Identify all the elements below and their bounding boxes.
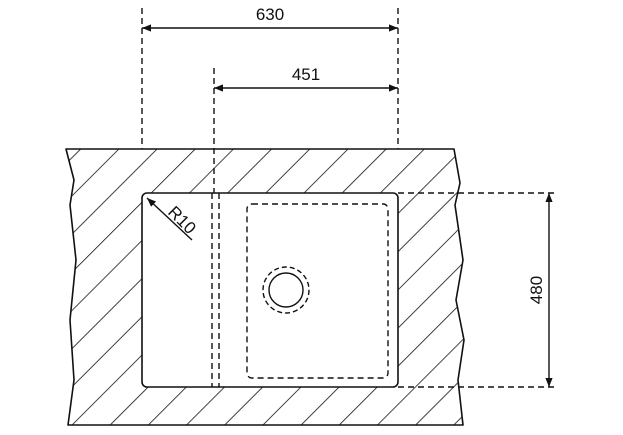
dimension-label-bowl-width: 451 bbox=[292, 65, 320, 84]
dimension-label-overall-width: 630 bbox=[256, 5, 284, 24]
dimension-label-height: 480 bbox=[527, 276, 546, 304]
sink-bowl-outline bbox=[246, 203, 389, 379]
drain-inner-circle bbox=[268, 272, 304, 308]
radius-leader-line bbox=[146, 197, 193, 241]
drain-outer-circle bbox=[262, 266, 310, 314]
sink-cutout-outline bbox=[141, 192, 399, 388]
